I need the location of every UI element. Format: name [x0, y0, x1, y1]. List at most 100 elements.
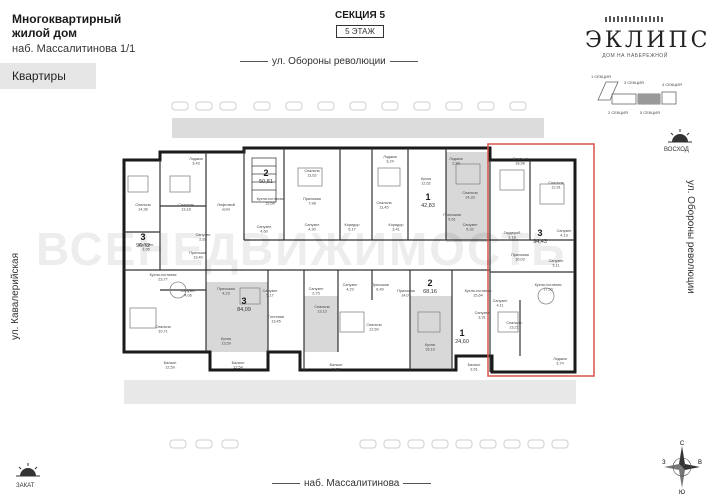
east-label: ВОСХОД — [664, 147, 689, 153]
apt-rooms: 3 — [241, 296, 246, 306]
section-title: СЕКЦИЯ 5 — [334, 10, 385, 21]
title-line-2: жилой дом — [12, 26, 78, 40]
parked-cars — [169, 101, 569, 449]
apt-area: 24,60 — [455, 339, 469, 345]
street-line-left — [240, 60, 268, 62]
tab-apartments[interactable]: Квартиры — [0, 63, 96, 89]
west-label: ЗАКАТ — [16, 483, 35, 489]
scheme-label-1: 1 СЕКЦИЯ — [591, 74, 611, 79]
compass-e: В — [698, 460, 702, 466]
apt-area: 94,43 — [533, 239, 547, 245]
apt-rooms: 1 — [425, 192, 430, 202]
apt-area: 68,16 — [423, 289, 437, 295]
street-line-right — [389, 60, 418, 62]
parking-strip-top — [172, 118, 544, 138]
apt-area: 50,81 — [259, 179, 273, 185]
apt-area: 96,72 — [136, 243, 150, 249]
compass-n: С — [680, 441, 685, 447]
scheme-label-2: 2 СЕКЦИЯ — [608, 110, 628, 115]
logo-ornament-icon — [605, 16, 663, 22]
watermark: ВСЕНЕДВИЖИМОСТЬ — [36, 223, 567, 275]
apt-rooms: 2 — [427, 278, 432, 288]
sunrise-icon — [668, 129, 692, 143]
stairwell — [251, 157, 277, 203]
section-scheme-map[interactable]: 1 СЕКЦИЯ 2 СЕКЦИЯ 3 СЕКЦИЯ 5 СЕКЦИЯ 4 СЕ… — [588, 70, 686, 120]
building-title: Многоквартирный жилой дом — [12, 12, 121, 40]
sunset-icon — [16, 463, 40, 477]
apt-rooms: 1 — [459, 328, 464, 338]
compass-s: Ю — [679, 490, 685, 494]
building-address: наб. Массалитинова 1/1 — [12, 43, 136, 55]
street-top-label: ул. Обороны революции — [240, 56, 418, 67]
apartment-badges: 3 2 1 3 3 2 1 — [140, 168, 542, 338]
floor-badge[interactable]: 5 ЭТАЖ — [336, 25, 384, 38]
furniture — [127, 163, 565, 333]
street-line-left — [272, 482, 300, 484]
section-info: СЕКЦИЯ 5 5 ЭТАЖ — [320, 10, 400, 39]
apt-rooms: 2 — [263, 168, 268, 178]
title-line-1: Многоквартирный — [12, 12, 122, 26]
compass-rose-icon: С Ю З В — [662, 441, 702, 494]
apt-rooms: 3 — [537, 228, 542, 238]
selected-apartment-outline[interactable] — [487, 143, 595, 377]
yard-strip — [124, 380, 576, 404]
compass-w: З — [662, 460, 666, 466]
street-line-right — [403, 482, 432, 484]
inner-walls — [124, 148, 575, 372]
street-bottom-label: наб. Массалитинова — [272, 478, 432, 489]
apt-area: 42,83 — [421, 203, 435, 209]
street-top-text: ул. Обороны революции — [272, 56, 386, 67]
